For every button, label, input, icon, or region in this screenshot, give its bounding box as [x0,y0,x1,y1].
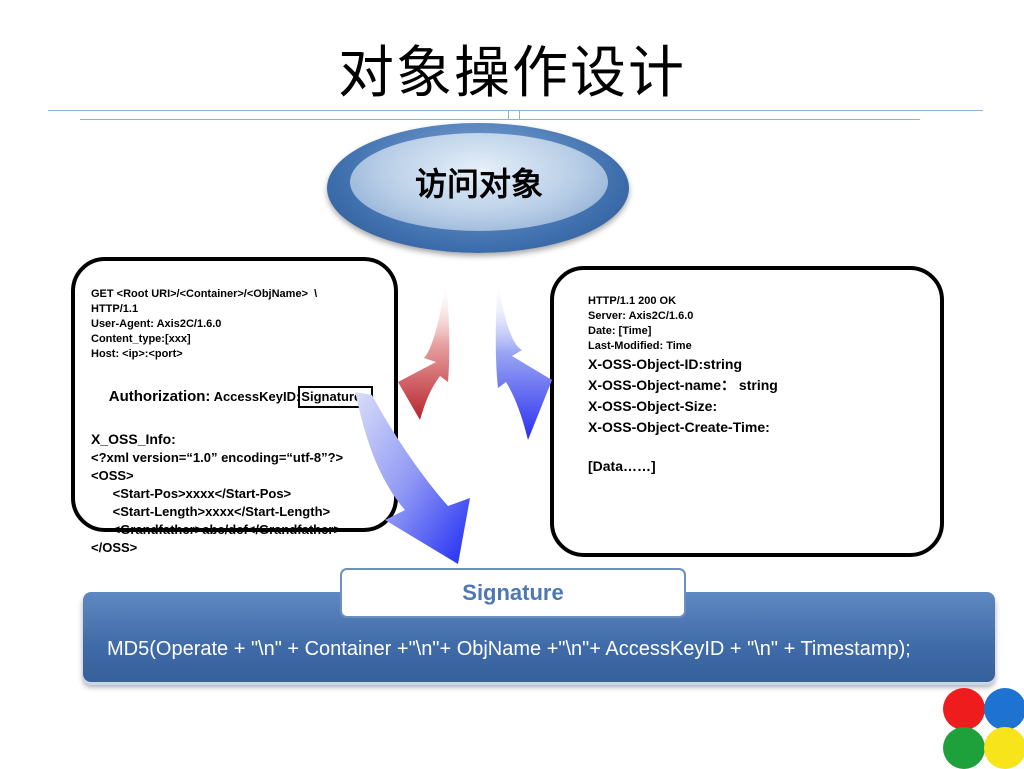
blue-dot-icon [984,688,1024,730]
response-line: Date: [Time] [588,325,652,337]
response-header: X-OSS-Object-Size: [588,398,718,414]
title-divider-top [48,110,983,111]
request-line: GET <Root URI>/<Container>/<ObjName> \ [91,288,318,300]
signature-label: Signature [462,580,564,605]
response-arrow-icon [495,280,552,440]
response-data: [Data……] [588,458,656,474]
response-line: Last-Modified: Time [588,340,692,352]
request-body-line: <Grandfather>abc/def</Grandfather> [91,522,341,537]
yellow-dot-icon [984,727,1024,769]
authorization-line: Authorization: AccessKeyID:Signature [91,364,394,430]
request-arrow-icon [398,280,450,420]
request-line: User-Agent: Axis2C/1.6.0 [91,318,222,330]
request-line: HTTP/1.1 [91,303,139,315]
request-body-line: X_OSS_Info: [91,431,176,447]
request-body-line: <Start-Pos>xxxx</Start-Pos> [91,486,292,501]
slide-title: 对象操作设计 [338,41,686,106]
request-body-line: <?xml version=“1.0” encoding=“utf-8”?> [91,450,344,465]
request-line: Host: <ip>:<port> [91,348,183,360]
access-object-label: 访问对象 [414,165,543,203]
request-body-line: <Start-Length>xxxx</Start-Length> [91,504,331,519]
signature-label-box: Signature [340,568,686,618]
response-header: X-OSS-Object-ID:string [588,356,743,372]
title-divider-bottom [80,119,920,120]
red-dot-icon [943,688,985,730]
request-line: Content_type:[xxx] [91,333,191,345]
authorization-prefix: Authorization: [108,388,211,405]
access-key-id: AccessKeyID: [210,389,301,404]
access-object-ellipse-inner: 访问对象 [350,133,608,231]
response-box: HTTP/1.1 200 OK Server: Axis2C/1.6.0 Dat… [550,266,944,557]
response-header: X-OSS-Object-name： string [588,377,778,393]
green-dot-icon [943,727,985,769]
signature-formula: MD5(Operate + "\n" + Container +"\n"+ Ob… [107,638,911,660]
request-box: GET <Root URI>/<Container>/<ObjName> \ H… [71,257,398,555]
response-line: HTTP/1.1 200 OK [588,295,677,307]
signature-arrow-icon [355,392,470,564]
response-header: X-OSS-Object-Create-Time: [588,419,770,435]
request-body-line: </OSS> [91,540,138,555]
response-line: Server: Axis2C/1.6.0 [588,310,694,322]
title-divider-notch [508,110,520,119]
request-body-line: <OSS> [91,468,134,483]
